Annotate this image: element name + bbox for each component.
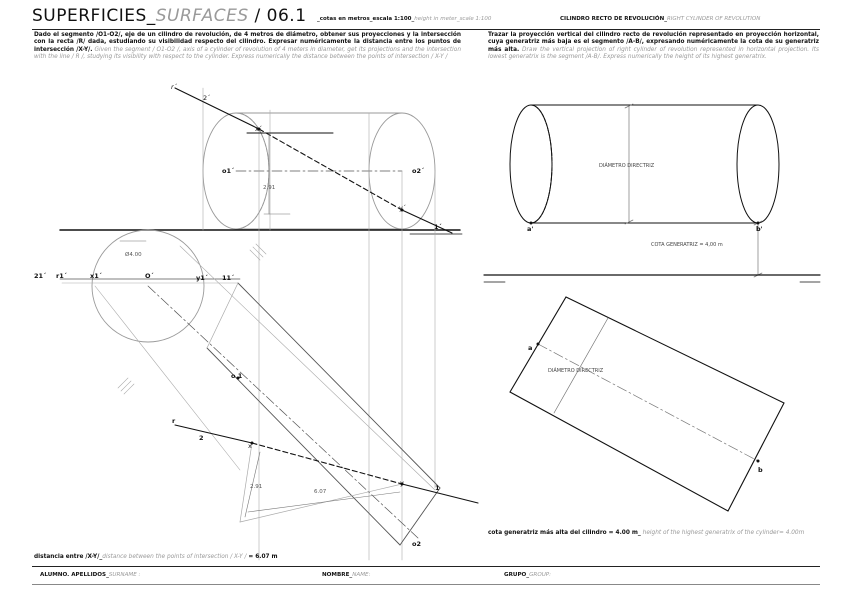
label-diameter: Ø4.00 xyxy=(125,251,142,258)
label-b-prime: b' xyxy=(756,225,763,233)
label-diametro-directriz-horizontal: DIÁMETRO DIRECTRIZ xyxy=(548,367,604,374)
label-21-prime: 21´ xyxy=(34,272,46,280)
label-2: 2 xyxy=(199,434,204,442)
name-field: NOMBRE_NAME: xyxy=(322,572,370,578)
label-y-prime: y´ xyxy=(399,204,406,212)
scale-note-es: _cotas en metros_escala 1:100_ xyxy=(317,16,415,22)
group-label-en: GROUP: xyxy=(529,572,551,578)
exercise2-statement-es: Trazar la proyección vertical del cilind… xyxy=(488,32,819,53)
name-label-en: NAME: xyxy=(352,572,371,578)
label-1-prime: 1´ xyxy=(434,223,442,231)
label-r1-prime: r1´ xyxy=(56,272,67,280)
exercise1-answer-en: distance between the points of intersect… xyxy=(102,554,247,560)
page-title: SUPERFICIES_SURFACES / 06.1 xyxy=(32,6,307,26)
header-rule xyxy=(32,29,820,30)
label-x-prime: x´ xyxy=(255,125,262,133)
title-en: SURFACES xyxy=(155,6,249,26)
scale-note-en: height in meter_scale 1:100 xyxy=(414,16,492,22)
label-a: a xyxy=(528,344,532,352)
ex1-horizontal-projection xyxy=(59,229,479,546)
exercise1-answer: distancia entre /X-Y/_distance between t… xyxy=(34,554,454,561)
footer-rule xyxy=(32,566,820,567)
exercise2-answer-en: height of the highest generatrix of the … xyxy=(642,530,805,536)
sheet-topic-en: RIGHT CYLINDER OF REVOLUTION xyxy=(666,16,761,22)
ex2-vertical-projection xyxy=(483,103,821,283)
exercise1-answer-es: distancia entre /X-Y/_ xyxy=(34,554,103,560)
exercise1-statement-en: Given the segment / O1-O2 /, axis of a c… xyxy=(34,46,461,60)
label-r-prime: r´ xyxy=(171,83,178,91)
label-a-prime: a' xyxy=(527,225,533,233)
label-2-prime: 2´ xyxy=(203,94,210,102)
title-main: SUPERFICIES_ xyxy=(32,6,156,26)
name-label-es: NOMBRE_ xyxy=(322,572,353,578)
exercise2-answer-es: cota generatriz más alta del cilindro = … xyxy=(488,530,641,536)
label-o2: o2 xyxy=(412,540,421,548)
exercise1-statement: Dado el segmento /O1-O2/, eje de un cili… xyxy=(34,32,461,61)
ex2-horizontal-projection xyxy=(509,296,785,512)
label-dim-607: 6.07 xyxy=(314,489,327,495)
sheet-topic-es: CILINDRO RECTO DE REVOLUCIÓN_ xyxy=(560,16,667,22)
title-number: / 06.1 xyxy=(248,6,307,26)
exercise2-answer: cota generatriz más alta del cilindro = … xyxy=(488,530,819,537)
label-o1: o 1 xyxy=(231,372,243,380)
group-label-es: GRUPO_ xyxy=(504,572,530,578)
sheet-topic: CILINDRO RECTO DE REVOLUCIÓN_RIGHT CYLIN… xyxy=(560,16,760,22)
label-y: y xyxy=(400,479,404,487)
group-field: GRUPO_GROUP: xyxy=(504,572,551,578)
label-b: b xyxy=(758,466,763,474)
label-o2-prime: o2´ xyxy=(412,167,424,175)
label-y1-prime: y1´ xyxy=(196,274,208,282)
label-x1-prime: x1´ xyxy=(90,272,102,280)
label-dim-291-top: 2.91 xyxy=(263,185,275,191)
surname-label-en: SURNAME : xyxy=(108,572,141,578)
label-1: 1 xyxy=(435,484,440,492)
exercise1-answer-value: = 6.07 m xyxy=(248,554,278,560)
scale-note: _cotas en metros_escala 1:100_height in … xyxy=(317,16,491,22)
exercise2-statement: Trazar la proyección vertical del cilind… xyxy=(488,32,819,61)
surname-label-es: ALUMNO. APELLIDOS_ xyxy=(40,572,109,578)
label-11-prime: 11´ xyxy=(222,274,234,282)
label-diametro-directriz-vertical: DIÁMETRO DIRECTRIZ xyxy=(599,162,655,169)
surname-field: ALUMNO. APELLIDOS_SURNAME : xyxy=(40,572,140,578)
label-cota-generatriz: COTA GENERATRIZ = 4,00 m xyxy=(651,242,723,248)
exercise2-statement-en: Draw the vertical projection of right cy… xyxy=(488,46,819,60)
exercise1-statement-es: Dado el segmento /O1-O2/, eje de un cili… xyxy=(34,32,461,53)
label-dim-291-bottom: 2.91 xyxy=(250,484,262,490)
label-r: r xyxy=(172,417,176,425)
label-o-prime: O´ xyxy=(145,272,154,280)
bottom-rule xyxy=(32,584,820,585)
ex1-vertical-projection xyxy=(59,87,463,561)
label-x: x xyxy=(248,442,252,450)
label-o1-prime: o1´ xyxy=(222,167,234,175)
